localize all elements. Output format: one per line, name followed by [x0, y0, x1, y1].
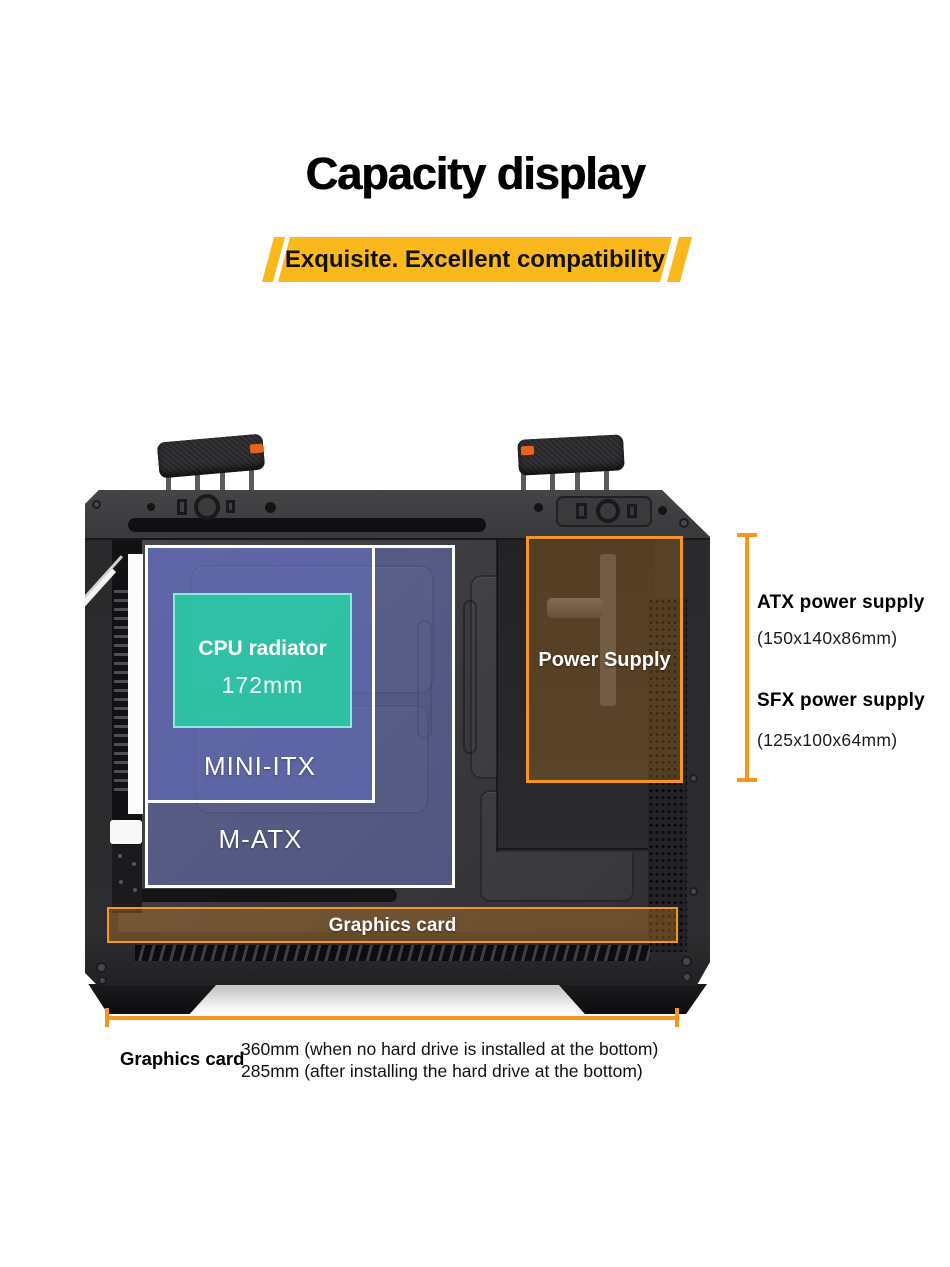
m-atx-label: M-ATX — [218, 824, 303, 854]
rivet-dot — [133, 888, 137, 892]
handle-accent — [520, 445, 535, 456]
power-button-icon — [194, 494, 220, 520]
thumbscrew-icon — [681, 956, 692, 967]
reflection-streak — [85, 568, 117, 632]
io-dot — [147, 503, 155, 511]
gpu-spec-line2: 285mm (after installing the hard drive a… — [241, 1061, 643, 1081]
thumbscrew-icon — [98, 976, 107, 985]
gpu-measure-line — [107, 1016, 677, 1020]
thumbscrew-icon — [96, 962, 107, 973]
gpu-measure-cap-left — [105, 1008, 109, 1027]
handle-accent — [249, 443, 264, 454]
rivet-dot — [118, 854, 122, 858]
panel-seam — [496, 540, 498, 852]
panel-seam — [497, 848, 655, 850]
front-vent-grid — [114, 590, 129, 796]
screw-icon — [689, 887, 698, 896]
cpu-radiator-value: 172mm — [221, 672, 304, 698]
gpu-measure-cap-right — [675, 1008, 679, 1027]
front-lower-panel — [112, 845, 142, 913]
io-bracket — [576, 503, 587, 519]
io-bracket — [177, 499, 187, 515]
io-dot — [265, 502, 276, 513]
subtitle-banner: Exquisite. Excellent compatibility — [261, 237, 693, 282]
screw-icon — [679, 518, 689, 528]
top-vent-slot — [128, 518, 486, 532]
front-cutout — [110, 820, 142, 844]
bottom-vent-strip — [135, 945, 650, 961]
cable-slot — [463, 600, 477, 754]
psu-mount-rail — [600, 554, 616, 706]
psu-measure-line — [745, 535, 749, 782]
io-dot — [658, 506, 667, 515]
atx-psu-label: ATX power supply — [757, 592, 925, 613]
overlay-cpu-radiator: CPU radiator 172mm — [173, 593, 352, 728]
screw-icon — [92, 500, 101, 509]
psu-measure-cap-bottom — [737, 778, 757, 782]
page-title: Capacity display — [305, 148, 645, 199]
handle-strap — [517, 434, 625, 476]
thumbscrew-icon — [682, 972, 692, 982]
power-button-icon — [596, 499, 620, 523]
graphics-card-band-label: Graphics card — [328, 915, 457, 936]
overlay-power-supply: Power Supply — [526, 536, 683, 783]
psu-chamber — [497, 540, 655, 852]
sfx-psu-label: SFX power supply — [757, 690, 925, 711]
gpu-spec-line1: 360mm (when no hard drive is installed a… — [241, 1039, 659, 1059]
case-foot-right — [558, 984, 707, 1014]
front-light-gap — [128, 554, 143, 814]
io-bracket — [226, 500, 235, 513]
mini-itx-label: MINI-ITX — [204, 751, 316, 781]
atx-psu-size: (150x140x86mm) — [757, 628, 898, 648]
banner-right-sliver — [666, 237, 693, 282]
power-supply-label: Power Supply — [538, 649, 671, 671]
gpu-spec-label: Graphics card — [120, 1048, 245, 1069]
rivet-dot — [132, 862, 136, 866]
psu-standoff — [547, 598, 603, 618]
psu-measure-cap-top — [737, 533, 757, 537]
screw-icon — [689, 774, 698, 783]
banner-body: Exquisite. Excellent compatibility — [277, 237, 673, 282]
subtitle-text: Exquisite. Excellent compatibility — [284, 245, 666, 273]
sfx-psu-size: (125x100x64mm) — [757, 730, 898, 750]
cable-grommet — [135, 889, 397, 902]
rivet-dot — [119, 880, 123, 884]
cpu-radiator-label: CPU radiator — [198, 637, 327, 660]
io-bracket — [627, 504, 637, 518]
overlay-graphics-card: Graphics card — [107, 907, 678, 943]
io-dot — [534, 503, 543, 512]
